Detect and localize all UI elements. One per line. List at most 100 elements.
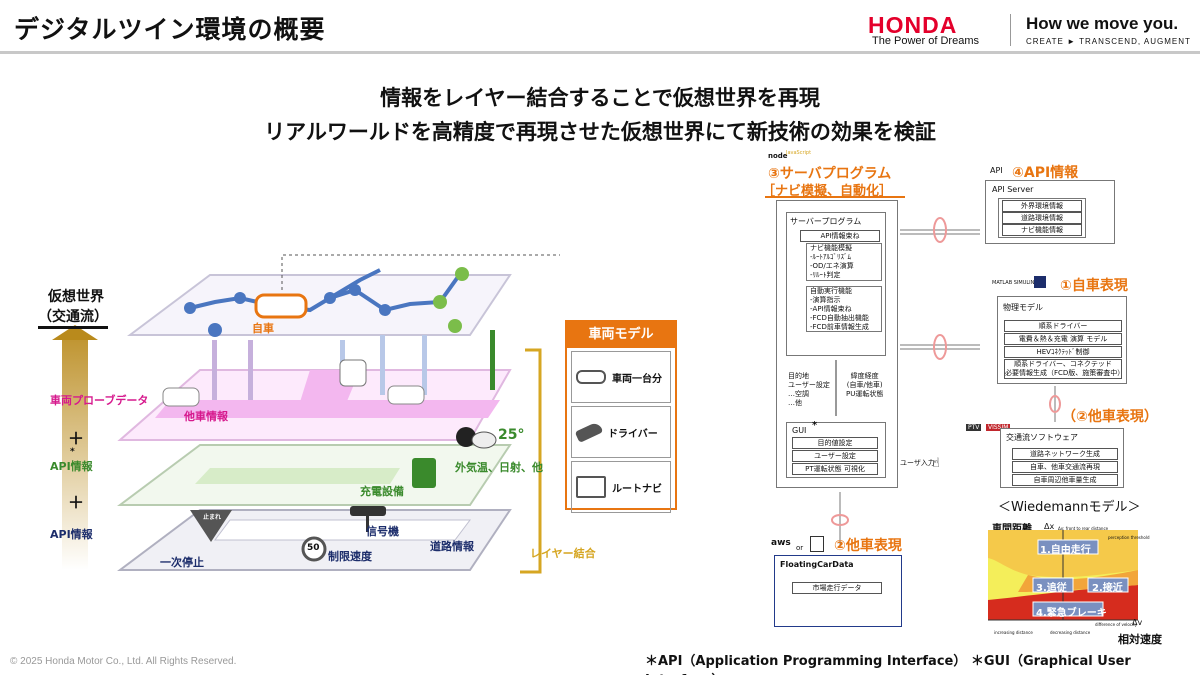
- nav-block: ナビ機能模擬 -ﾙｰﾄｱﾙｺﾞﾘｽﾞﾑ -OD/エネ演算 -ﾘﾙｰﾄ判定: [806, 243, 882, 281]
- vehicle-model-title: 車両モデル: [567, 322, 675, 348]
- stop-sign-text: 止まれ: [203, 514, 222, 521]
- file-icon: [810, 536, 824, 552]
- vehicle-model-item: ルートナビ: [571, 461, 671, 513]
- api-item: 道路環境情報: [1002, 212, 1082, 224]
- traffic-sw-item: 道路ネットワーク生成: [1012, 448, 1118, 460]
- honda-tagline: The Power of Dreams: [872, 35, 979, 47]
- layer-diagram: [52, 254, 560, 574]
- copyright: © 2025 Honda Motor Co., Ltd. All Rights …: [10, 656, 237, 667]
- server-program-label: サーバープログラム: [790, 217, 862, 226]
- other-vehicle-right-title: （②他車表現）: [1062, 409, 1158, 425]
- stop-sign-icon: [190, 510, 232, 542]
- wiedemann-y-var: Δx: [1044, 522, 1055, 531]
- wiedemann-region: 2.接近: [1092, 583, 1123, 594]
- traffic-sw-item: 自車、他車交通流再現: [1012, 461, 1118, 473]
- plus-1: ＋: [68, 429, 85, 448]
- signal-label: 信号機: [366, 525, 399, 538]
- virtual-world-label: 仮想世界: [48, 289, 104, 305]
- fcd-label: FloatingCarData: [780, 560, 854, 569]
- speed-value: 50: [307, 543, 320, 553]
- own-car-icon: [254, 293, 308, 319]
- aws-logo: aws: [771, 538, 791, 548]
- traffic-sw-label: 交通流ソフトウェア: [1006, 433, 1078, 442]
- virtual-world-sub: （交通流）: [38, 306, 108, 329]
- car-icon: [576, 370, 606, 384]
- charging-label: 充電設備: [360, 485, 404, 498]
- headline-line2: リアルワールドを高精度で再現させた仮想世界にて新技術の効果を検証: [264, 120, 936, 144]
- gui-item: PT運転状態 可視化: [792, 463, 878, 475]
- vehicle-model-item-label: ルートナビ: [612, 483, 662, 495]
- probe-data-label: 車両プローブデータ: [50, 394, 149, 407]
- simulink-icon: [1034, 276, 1046, 288]
- server-title: ③サーバプログラム: [768, 166, 892, 182]
- or-label: or: [796, 544, 804, 552]
- wiedemann-perception: perception threshold: [1108, 535, 1150, 540]
- footnote: ＊API（Application Programming Interface） …: [645, 654, 1131, 675]
- vehicle-model-panel: 車両モデル 車両一台分 ドライバー ルートナビ: [565, 320, 677, 513]
- wiedemann-title: ＜Wiedemannモデル＞: [998, 500, 1141, 515]
- wiedemann-chart: [988, 530, 1138, 621]
- wiedemann-small-mid: decreasing distance: [1050, 630, 1091, 635]
- own-to-other-connector: [1049, 386, 1061, 422]
- fcd-title: ②他車表現: [834, 538, 902, 554]
- logo-divider: [1010, 14, 1011, 46]
- wiedemann-region: 1.自由走行: [1040, 545, 1091, 556]
- own-car-label: 自車: [252, 322, 274, 335]
- traffic-light-icon: [350, 506, 386, 516]
- gui-item: ユーザー設定: [792, 450, 878, 462]
- own-vehicle-item: 順系ドライバー: [1004, 320, 1122, 332]
- charger-icon: [412, 458, 436, 488]
- own-vehicle-title: ①自車表現: [1060, 278, 1128, 294]
- node-logo: node: [768, 152, 788, 160]
- api-server-label: API Server: [992, 185, 1034, 194]
- honda-logo: HONDA: [868, 12, 958, 38]
- slogan-sub: CREATE ► TRANSCEND, AUGMENT: [1026, 37, 1191, 46]
- purpose-text: 目的地 ユーザー設定 …空調 …他: [788, 372, 830, 407]
- own-vehicle-item: 順系ドライバー、コネクテッド 必要情報生成（FCD版、施策審査中）: [1004, 359, 1125, 379]
- header-rule: [0, 51, 1200, 54]
- gui-label: GUI: [792, 426, 807, 435]
- traffic-sw-item: 自車周辺他車量生成: [1012, 474, 1118, 486]
- updown-arrows: [835, 360, 837, 416]
- wiedemann-region: 3.追従: [1036, 583, 1067, 594]
- wiedemann-region: 4.緊急ブレーキ: [1036, 608, 1107, 619]
- vehicle-model-item-label: 車両一台分: [612, 373, 662, 385]
- api-item: 外界環境情報: [1002, 200, 1082, 212]
- wiedemann-small-right: difference of velocity: [1095, 622, 1138, 627]
- up-arrow: [62, 340, 88, 570]
- api-tag: API: [990, 166, 1003, 175]
- js-logo: JavaScript: [786, 150, 812, 156]
- headline-line1: 情報をレイヤー結合することで仮想世界を再現: [380, 86, 820, 110]
- own-vehicle-item: HEVｺﾈｸﾃｯﾄﾞ制御: [1004, 346, 1122, 358]
- other-car-info-label: 他車情報: [184, 410, 228, 423]
- ptv-logo: PTV: [966, 424, 982, 431]
- auto-block: 自動実行機能 -演算指示 -API情報束ね -FCD自動抽出機能 -FCD前車情…: [806, 286, 882, 332]
- cursor-icon: ☝: [932, 456, 940, 471]
- wiedemann-x-label: 相対速度: [1118, 633, 1162, 646]
- fcd-item: 市場走行データ: [792, 582, 882, 594]
- wiedemann-y-label: 車間距離: [992, 524, 1032, 535]
- own-vehicle-item: 電費＆熱＆充電 演算 モデル: [1004, 333, 1122, 345]
- driver-shoe-icon: [574, 421, 604, 443]
- slogan: How we move you.: [1026, 14, 1179, 33]
- wiedemann-small-left: increasing distance: [994, 630, 1033, 635]
- vissim-logo: VISSIM: [986, 424, 1011, 431]
- api-bundle-tag: API情報束ね: [800, 230, 880, 242]
- vehicle-model-item: 車両一台分: [571, 351, 671, 403]
- server-subtitle: ［ナビ模擬、自動化］: [762, 184, 893, 199]
- weather-icon: [456, 427, 476, 447]
- api-item: ナビ機能情報: [1002, 224, 1082, 236]
- stop-label: 一次停止: [160, 556, 204, 569]
- navi-screen-icon: [576, 476, 606, 498]
- road-info-label: 道路情報: [430, 540, 474, 553]
- server-title-rule: [765, 196, 905, 198]
- gui-item: 目的値設定: [792, 437, 878, 449]
- api-asterisk: *: [70, 447, 75, 457]
- speed-sign-icon: [301, 536, 327, 562]
- api-label-1: API情報: [50, 460, 93, 473]
- plus-2: ＋: [68, 493, 85, 512]
- down-connector: [831, 492, 849, 547]
- weather-label: 外気温、日射、他: [455, 461, 543, 474]
- vehicle-model-item: ドライバー: [571, 406, 671, 458]
- api-title: ④API情報: [1012, 165, 1079, 181]
